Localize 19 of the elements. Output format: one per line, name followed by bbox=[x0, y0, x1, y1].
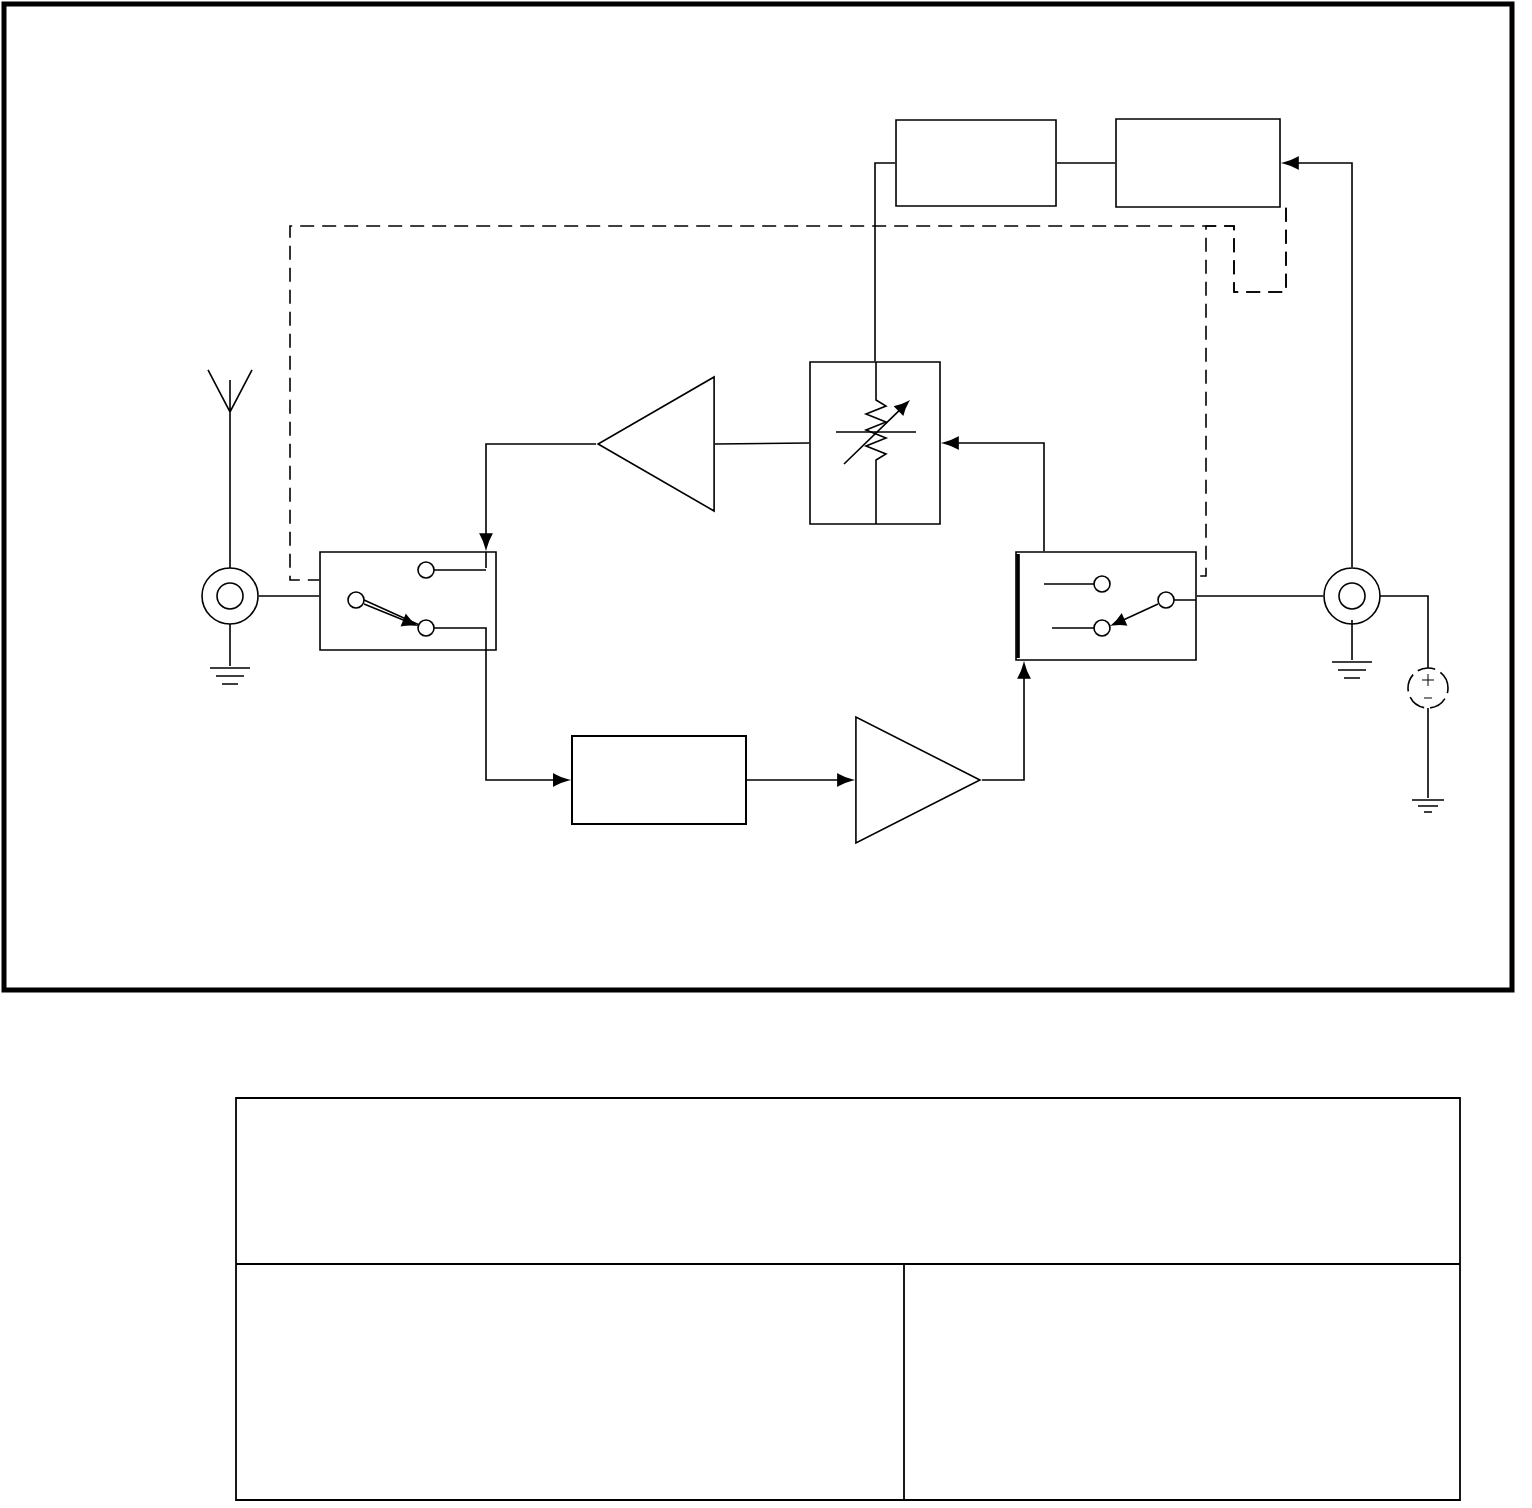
coax-connector bbox=[1323, 567, 1381, 625]
arrow bbox=[485, 650, 569, 787]
arrow bbox=[1283, 156, 1353, 568]
coax-connector bbox=[201, 567, 259, 625]
block-box bbox=[319, 551, 497, 651]
signal-line bbox=[874, 162, 896, 362]
block-box bbox=[809, 361, 941, 525]
arrow bbox=[479, 443, 597, 549]
arrow bbox=[943, 436, 1045, 552]
arrow bbox=[746, 773, 853, 787]
block-box bbox=[895, 119, 1057, 207]
block-box bbox=[571, 735, 747, 825]
signal-line bbox=[714, 442, 810, 445]
control-line bbox=[1196, 207, 1287, 577]
block-box bbox=[1115, 118, 1281, 208]
signal-line bbox=[1196, 595, 1324, 597]
signal-line bbox=[258, 595, 320, 597]
signal-line bbox=[1056, 162, 1116, 164]
arrow bbox=[981, 663, 1031, 781]
